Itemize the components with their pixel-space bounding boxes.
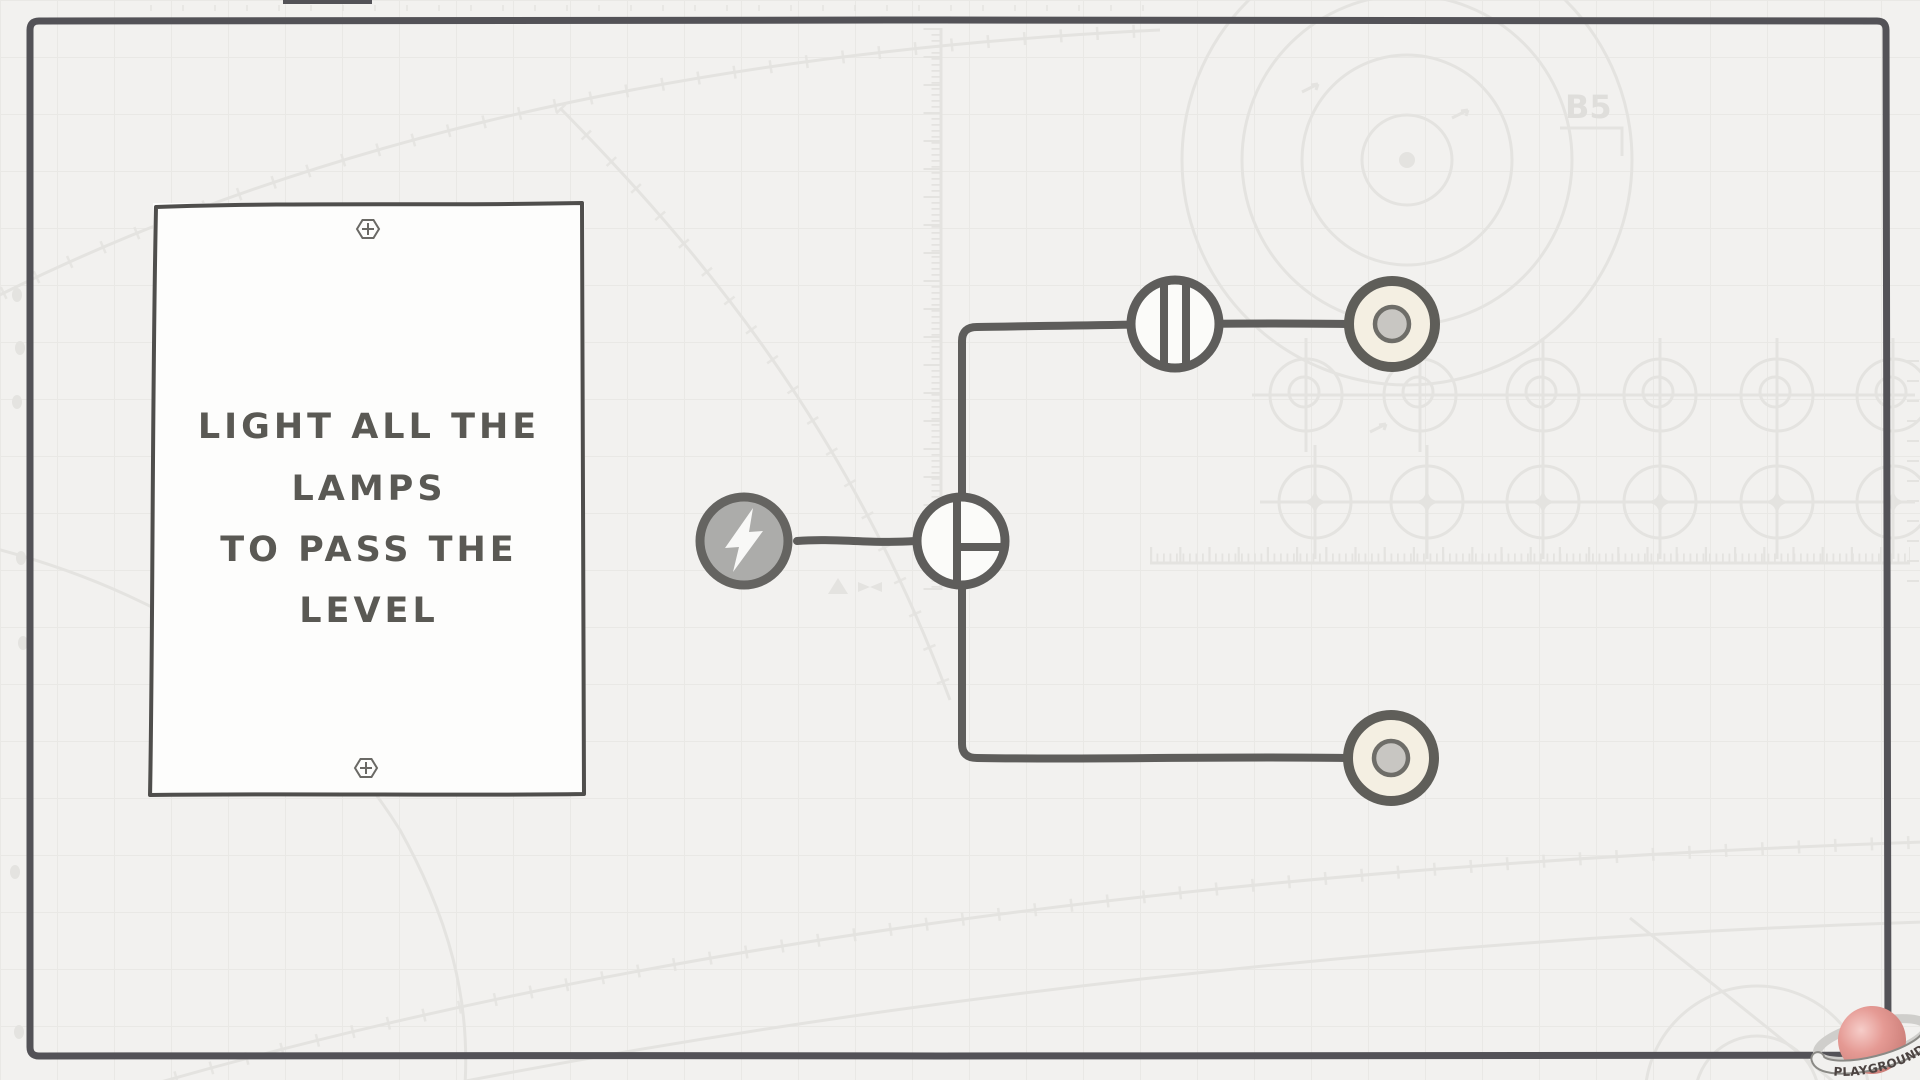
circuit-wires [793,319,1351,763]
note-line-1: LIGHT ALL THE [198,407,540,447]
star-circle-row [1260,445,1920,559]
power-source-node [695,492,793,590]
level-frame [26,0,1892,1061]
connector-node[interactable] [1126,275,1224,373]
note-line-4: LEVEL [299,591,439,631]
target-circles-decor [1180,0,1634,387]
wire-junction-down-right [958,537,1350,763]
frame-top-notch [283,0,372,4]
wire-junction-up-right [958,319,1351,545]
screw-icon [355,219,381,239]
lamp-bottom [1343,710,1439,806]
circuit-pieces [695,275,1440,806]
instruction-note: LIGHT ALL THE LAMPS TO PASS THE LEVEL [148,201,586,797]
blueprint-label: B5 [1565,88,1612,126]
horizontal-ruler-decor [1150,547,1910,565]
scribble-decor: B5 [10,82,1624,1039]
planet-ring-front [1812,1025,1920,1073]
junction-node[interactable] [912,492,1010,590]
note-line-3: TO PASS THE [220,530,517,570]
vertical-ruler-decor [923,28,943,590]
wire-power-to-junction [793,536,919,546]
lamp-top [1344,276,1440,372]
note-text: LIGHT ALL THE LAMPS TO PASS THE LEVEL [198,407,540,631]
note-line-2: LAMPS [291,469,446,509]
lightning-bolt-icon [725,508,763,572]
screw-icon [353,758,379,778]
